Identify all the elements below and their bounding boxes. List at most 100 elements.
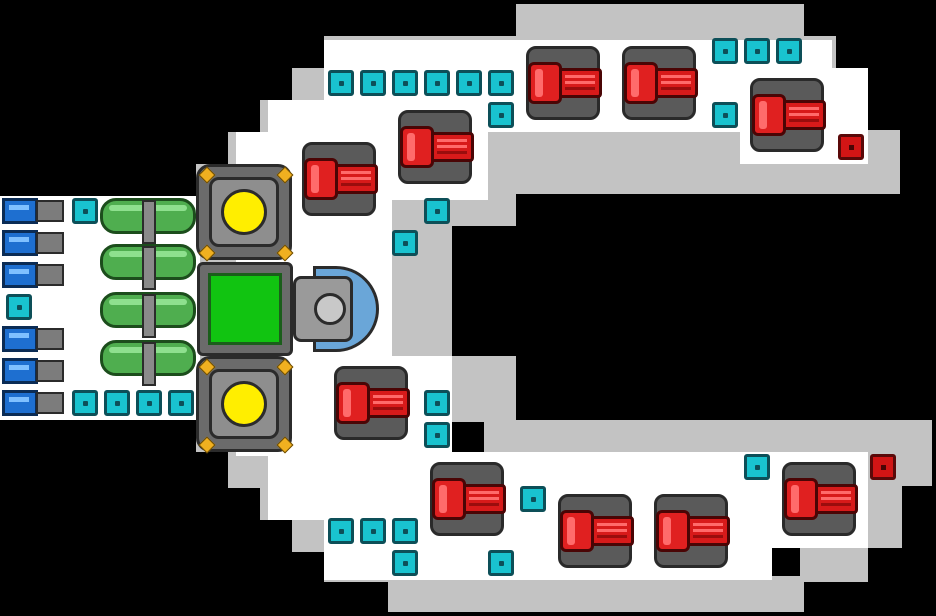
weapon-turret-2[interactable] (390, 102, 480, 192)
hull-bot-step4 (228, 452, 268, 488)
turret-body-icon (336, 382, 370, 424)
cockpit[interactable] (293, 266, 383, 352)
thruster-3 (2, 262, 64, 288)
turret-barrel-icon (460, 484, 506, 514)
conduit-node-icon[interactable] (328, 518, 354, 544)
thruster-nozzle-icon (2, 358, 38, 384)
conduit-node-icon[interactable] (392, 518, 418, 544)
conduit-node-icon[interactable] (136, 390, 162, 416)
conduit-node-icon[interactable] (6, 294, 32, 320)
conduit-node-icon[interactable] (424, 390, 450, 416)
turret-barrel-icon (428, 132, 474, 162)
conduit-node-icon[interactable] (392, 550, 418, 576)
turret-body-icon (784, 478, 818, 520)
conduit-node-icon[interactable] (712, 38, 738, 64)
conduit-node-icon[interactable] (424, 198, 450, 224)
turret-body-icon (432, 478, 466, 520)
thruster-2 (2, 230, 64, 256)
alarm-node-icon[interactable] (838, 134, 864, 160)
engine-clamp (142, 294, 156, 338)
turret-barrel-icon (652, 68, 698, 98)
thruster-4 (2, 326, 64, 352)
hull-bot-arm (388, 576, 804, 612)
thruster-mount (36, 264, 64, 286)
conduit-node-icon[interactable] (488, 70, 514, 96)
turret-barrel-icon (684, 516, 730, 546)
thruster-nozzle-icon (2, 262, 38, 288)
conduit-node-icon[interactable] (328, 70, 354, 96)
conduit-node-icon[interactable] (744, 454, 770, 480)
conduit-node-icon[interactable] (168, 390, 194, 416)
thruster-6 (2, 390, 64, 416)
conduit-node-icon[interactable] (488, 102, 514, 128)
weapon-turret-9[interactable] (646, 486, 736, 576)
thruster-mount (36, 232, 64, 254)
thruster-mount (36, 200, 64, 222)
hull-bot-inner2 (452, 356, 516, 422)
weapon-turret-1[interactable] (294, 134, 384, 224)
weapon-turret-6[interactable] (326, 358, 416, 448)
turret-barrel-icon (332, 164, 378, 194)
turret-barrel-icon (812, 484, 858, 514)
turret-body-icon (560, 510, 594, 552)
turret-body-icon (656, 510, 690, 552)
turret-barrel-icon (780, 100, 826, 130)
conduit-node-icon[interactable] (520, 486, 546, 512)
turret-barrel-icon (364, 388, 410, 418)
turret-body-icon (528, 62, 562, 104)
conduit-node-icon[interactable] (392, 230, 418, 256)
engine-clamp (142, 342, 156, 386)
shield-system-lower[interactable] (196, 356, 294, 454)
weapon-turret-8[interactable] (550, 486, 640, 576)
engine-clamp (142, 200, 156, 244)
pilot-screen-icon (208, 273, 282, 345)
thruster-nozzle-icon (2, 390, 38, 416)
turret-body-icon (304, 158, 338, 200)
thruster-nozzle-icon (2, 198, 38, 224)
hull-bot-right-slope2 (800, 544, 868, 582)
weapon-turret-10[interactable] (774, 454, 864, 544)
thruster-nozzle-icon (2, 326, 38, 352)
turret-barrel-icon (556, 68, 602, 98)
conduit-node-icon[interactable] (424, 422, 450, 448)
pilot-console[interactable] (197, 262, 293, 356)
conduit-node-icon[interactable] (712, 102, 738, 128)
thruster-mount (36, 328, 64, 350)
conduit-node-icon[interactable] (424, 70, 450, 96)
engine-lower[interactable] (100, 292, 196, 340)
weapon-turret-4[interactable] (614, 38, 704, 128)
thruster-5 (2, 358, 64, 384)
pilot-seat-icon (293, 276, 353, 342)
hull-top-arm (516, 4, 804, 40)
conduit-node-icon[interactable] (456, 70, 482, 96)
hull-bot-right-slope (864, 484, 902, 548)
engine-upper-2[interactable] (100, 244, 196, 292)
conduit-node-icon[interactable] (72, 198, 98, 224)
weapon-turret-5[interactable] (742, 70, 832, 160)
thruster-mount (36, 392, 64, 414)
conduit-node-icon[interactable] (776, 38, 802, 64)
engine-upper[interactable] (100, 198, 196, 246)
engine-lower-2[interactable] (100, 340, 196, 388)
thruster-1 (2, 198, 64, 224)
turret-body-icon (624, 62, 658, 104)
yellow-orb-icon (221, 189, 267, 235)
engine-clamp (142, 246, 156, 290)
conduit-node-icon[interactable] (72, 390, 98, 416)
shield-system-upper[interactable] (196, 164, 294, 262)
thruster-nozzle-icon (2, 230, 38, 256)
thruster-mount (36, 360, 64, 382)
alarm-node-icon[interactable] (870, 454, 896, 480)
turret-body-icon (752, 94, 786, 136)
conduit-node-icon[interactable] (360, 70, 386, 96)
turret-barrel-icon (588, 516, 634, 546)
conduit-node-icon[interactable] (488, 550, 514, 576)
conduit-node-icon[interactable] (104, 390, 130, 416)
conduit-node-icon[interactable] (392, 70, 418, 96)
weapon-turret-7[interactable] (422, 454, 512, 544)
conduit-node-icon[interactable] (360, 518, 386, 544)
weapon-turret-3[interactable] (518, 38, 608, 128)
conduit-node-icon[interactable] (744, 38, 770, 64)
turret-body-icon (400, 126, 434, 168)
